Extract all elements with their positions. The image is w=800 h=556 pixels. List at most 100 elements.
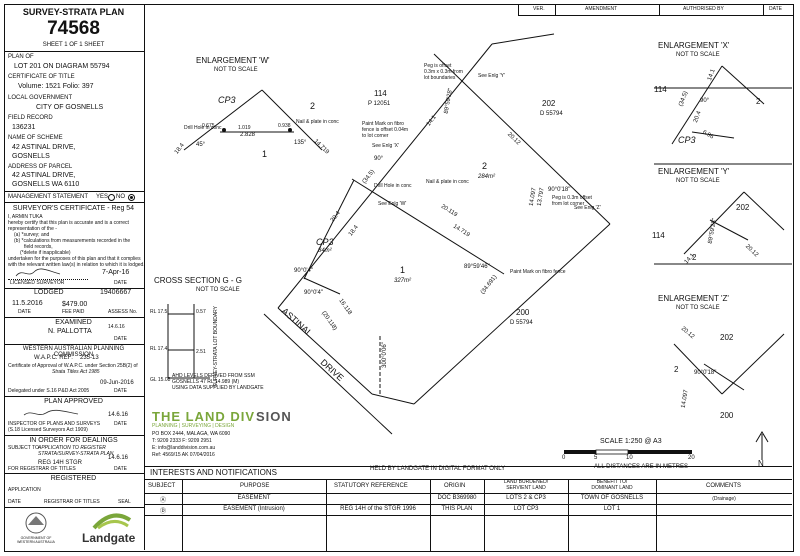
local-gov-value: CITY OF GOSNELLS (36, 104, 104, 111)
note-nail: Nail & plate in conc (426, 179, 469, 185)
cross-note-3: USING DATA SUPPLIED BY LANDGATE (172, 385, 264, 391)
note-peg-offset-2: from lot corner (552, 201, 585, 207)
mgmt-label: MANAGEMENT STATEMENT (8, 194, 89, 200)
w-dim-0675: 0.675 (202, 123, 215, 129)
w-dim-0938: 0.938 (278, 123, 291, 129)
firm-tagline: PLANNING | SURVEYING | DESIGN (152, 423, 235, 429)
w-drill: Drill Hole in conc (184, 125, 222, 131)
internal-boundary (351, 178, 505, 275)
row1-purpose: EASEMENT (237, 495, 271, 501)
boundary-se (413, 223, 611, 405)
plan-of-label: PLAN OF (8, 54, 34, 60)
landgate-text: Landgate (82, 531, 136, 545)
dealings-app-2: STRATA/SURVEY-STRATA PLAN (38, 451, 114, 457)
col-subject: SUBJECT (148, 483, 176, 489)
lot-200-plan: D 55794 (510, 320, 533, 326)
wapc-delegated: Delegated under S.16 P&D Act 2005 (8, 388, 90, 394)
cross-vert-label: SURVEY-STRATA LOT BOUNDARY (213, 305, 220, 388)
scale-tick-10: 10 (626, 455, 633, 461)
for-registrar: FOR REGISTRAR OF TITLES (8, 466, 76, 472)
note-peg-1: Peg is offset (424, 63, 452, 69)
amend-col-ver: VER. (533, 6, 545, 12)
w-dim-1019: 1.019 (238, 125, 251, 131)
licensed-date-label: DATE (114, 280, 127, 286)
registered-title: REGISTERED (50, 475, 97, 482)
note-paint-fibro: Paint Mark on fibro fence (510, 269, 566, 275)
mgmt-no: NO (116, 194, 125, 200)
title-sidebar: SURVEY-STRATA PLAN 74568 SHEET 1 OF 1 SH… (4, 4, 145, 550)
y-lot-114: 114 (652, 231, 665, 240)
w-dim-2828: 2.828 (240, 132, 256, 138)
plan-type: SURVEY-STRATA PLAN (22, 7, 125, 17)
scheme-value-1: 42 ASTINAL DRIVE, (12, 144, 76, 151)
address-label: ADDRESS OF PARCEL (8, 164, 73, 170)
lot-200-label: 200 (516, 308, 530, 317)
examined-date: 14.6.16 (108, 324, 125, 330)
note-paint-2: fence is offset 0.04m (362, 127, 409, 133)
north-label: N (758, 459, 764, 468)
wapc-cert-1: Certificate of Approval of W.A.P.C. unde… (8, 363, 138, 369)
cp3-area: 84m² (318, 248, 332, 254)
lot-1-area: 327m² (394, 278, 412, 284)
wapc-ref-label: W.A.P.C. REF: (34, 355, 73, 361)
cert-title-value: Volume: 1521 Folio: 397 (18, 83, 94, 90)
held-digital-note: HELD BY LANDGATE IN DIGITAL FORMAT ONLY (370, 466, 506, 472)
lodged-title: LODGED (34, 289, 64, 296)
row1-origin: DOC B369980 (437, 495, 477, 501)
col-benefit: BENEFIT TO/ DOMINANT LAND (591, 479, 633, 491)
cross-rl-2: RL 17.4 (150, 346, 168, 352)
landgate-logo: Landgate (82, 512, 136, 546)
x-cp3: CP3 (678, 135, 696, 145)
cp3-label: CP3 (316, 237, 334, 247)
col-statutory: STATUTORY REFERENCE (334, 483, 408, 489)
amend-col-date: DATE (769, 6, 782, 12)
wapc-cert-2: Strata Titles Act 1985 (52, 369, 100, 375)
plan-approved-title: PLAN APPROVED (44, 398, 103, 405)
boundary-nw (277, 43, 493, 309)
inspector-line-2: (S.18 Licensed Surveyors Act 1909) (8, 427, 88, 433)
surveyor-signature (15, 268, 61, 277)
firm-ref: Ref: 4569/15 AK 07/04/2016 (152, 452, 215, 458)
inspector-line-1: INSPECTOR OF PLANS AND SURVEYS (8, 421, 101, 427)
sheet-count: SHEET 1 OF 1 SHEET (42, 42, 105, 48)
bearing-89-59-46: 89°59'46" (464, 264, 490, 270)
w-dim-45: 45° (196, 142, 206, 148)
scale-units: ALL DISTANCES ARE IN METRES (594, 464, 689, 470)
surveyor-title: SURVEYOR'S CERTIFICATE - Reg 54 (12, 205, 135, 212)
enlargement-y-title: ENLARGEMENT 'Y' (658, 167, 730, 176)
row1-benefit: TOWN OF GOSNELLS (580, 495, 644, 501)
col-origin: ORIGIN (444, 483, 466, 489)
cross-section-title: CROSS SECTION G - G (154, 276, 243, 285)
lot-202-label: 202 (542, 99, 556, 108)
note-paint-3: to lot corner (362, 133, 389, 139)
row1-subject: Ⓐ (159, 498, 166, 504)
lot-2-area: 284m² (478, 174, 496, 180)
surveyor-line-6: field records, (24, 244, 53, 250)
page-frame (4, 4, 794, 552)
boundary-ne (433, 53, 611, 225)
lodged-date-label: DATE (18, 309, 31, 315)
bearing-300: 300°0'06" (381, 342, 388, 368)
north-arrow (755, 431, 769, 460)
lodged-fee: $479.00 (62, 301, 88, 308)
enlargement-z-title: ENLARGEMENT 'Z' (658, 294, 729, 303)
row1-burdened: LOTS 2 & CP3 (506, 495, 546, 501)
row2-purpose: EASEMENT (Intrusion) (223, 506, 285, 512)
row2-origin: THIS PLAN (441, 506, 473, 512)
plan-of-value: LOT 201 ON DIAGRAM 55794 (14, 63, 110, 70)
firm-name-2: SION (256, 409, 292, 424)
bearing-90-0-18: 90°0'18" (548, 187, 571, 193)
enlargement-w-title: ENLARGEMENT 'W' (196, 56, 270, 65)
y-lot-2: 2 (692, 253, 697, 262)
reg-registrar: REGISTRAR OF TITLES (44, 499, 100, 505)
scale-label: SCALE 1:250 @ A3 (600, 438, 662, 445)
surveyor-line-8: undertaken for the purposes of this plan… (8, 256, 141, 262)
amend-col-amendment: AMENDMENT (585, 6, 618, 12)
lodged-date: 11.5.2016 (12, 300, 43, 307)
local-gov-label: LOCAL GOVERNMENT (8, 95, 73, 101)
row2-benefit: LOT 1 (603, 506, 621, 512)
surveyor-line-4: (a) *survey; and (14, 232, 50, 238)
amendment-table: VER. AMENDMENT AUTHORISED BY DATE (518, 4, 793, 16)
surveyor-line-9: with the relevant written law(s) in rela… (8, 262, 145, 268)
